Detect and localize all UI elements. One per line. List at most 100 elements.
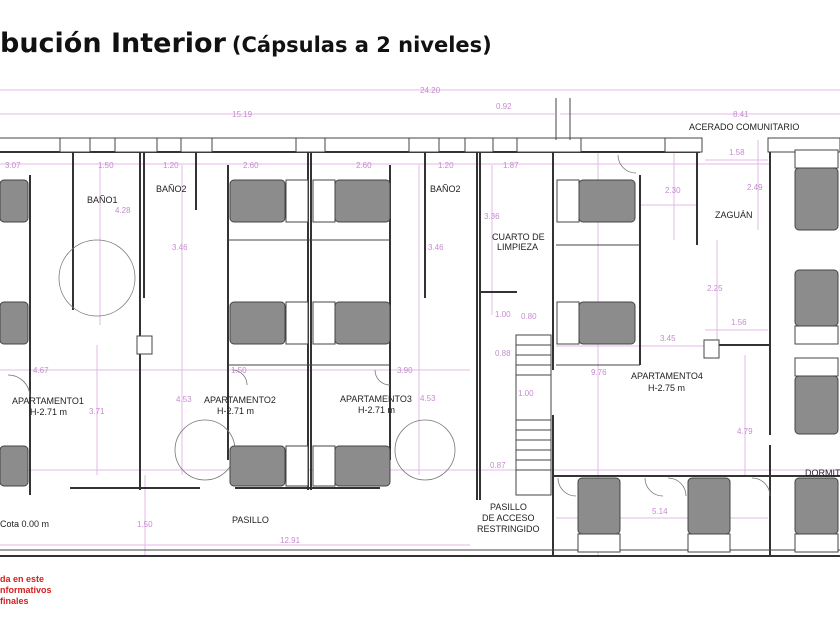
dim-label: 0.80 bbox=[521, 312, 537, 321]
label-apartamento1-height: H-2.71 m bbox=[30, 407, 67, 417]
dim-label: 3.45 bbox=[660, 334, 676, 343]
dim-label: 3.71 bbox=[89, 407, 105, 416]
pillow bbox=[794, 357, 839, 377]
dim-label: 4.53 bbox=[420, 394, 436, 403]
note-line: nformativos bbox=[0, 585, 52, 595]
label-bano1: BAÑO1 bbox=[87, 195, 118, 205]
dim-label: 4.79 bbox=[737, 427, 753, 436]
label-cota: Cota 0.00 m bbox=[0, 519, 49, 529]
bed bbox=[578, 301, 636, 345]
bed bbox=[687, 477, 731, 535]
pillow bbox=[312, 179, 336, 223]
dim-label: 1.58 bbox=[729, 148, 745, 157]
bed bbox=[229, 179, 286, 223]
pillow bbox=[285, 301, 309, 345]
walls bbox=[0, 98, 840, 557]
label-pasillo-acceso: DE ACCESO bbox=[482, 513, 535, 523]
dim-label: 1.56 bbox=[731, 318, 747, 327]
dim-label: 24.20 bbox=[420, 86, 441, 95]
label-apartamento1: APARTAMENTO1 bbox=[12, 396, 84, 406]
doors bbox=[7, 154, 771, 497]
column bbox=[136, 335, 153, 355]
dim-label: 1.50 bbox=[137, 520, 153, 529]
dim-label: 1.20 bbox=[163, 161, 179, 170]
dim-label: 1.00 bbox=[495, 310, 511, 319]
note-line: da en este bbox=[0, 574, 45, 584]
label-apartamento4: APARTAMENTO4 bbox=[631, 371, 703, 381]
label-pasillo-acceso: RESTRINGIDO bbox=[477, 524, 540, 534]
label-apartamento3-height: H-2.71 m bbox=[358, 405, 395, 415]
bed bbox=[0, 179, 29, 223]
bed bbox=[334, 445, 391, 487]
disclaimer-note: da en este nformativos finales bbox=[0, 574, 52, 607]
staircase bbox=[515, 334, 552, 496]
dim-label: 4.28 bbox=[115, 206, 131, 215]
dim-label: 5.14 bbox=[652, 507, 668, 516]
bed bbox=[229, 301, 286, 345]
pillow bbox=[285, 179, 309, 223]
bed bbox=[578, 179, 636, 223]
window bbox=[408, 137, 440, 153]
label-cuarto-limpieza: LIMPIEZA bbox=[497, 242, 538, 252]
label-pasillo: PASILLO bbox=[232, 515, 269, 525]
label-apartamento2: APARTAMENTO2 bbox=[204, 395, 276, 405]
bed bbox=[794, 269, 839, 327]
window bbox=[295, 137, 326, 153]
dim-label: 3.46 bbox=[172, 243, 188, 252]
pillow bbox=[687, 533, 731, 553]
window bbox=[664, 137, 703, 153]
dim-label: 2.30 bbox=[665, 186, 681, 195]
bed bbox=[334, 179, 391, 223]
column bbox=[703, 339, 720, 359]
dim-label: 0.88 bbox=[495, 349, 511, 358]
room-labels: BAÑO1 BAÑO2 BAÑO2 CUARTO DE LIMPIEZA ZAG… bbox=[0, 122, 840, 534]
title-subtitle: (Cápsulas a 2 niveles) bbox=[231, 33, 492, 57]
window bbox=[114, 137, 158, 153]
bed bbox=[794, 477, 839, 535]
bed bbox=[794, 375, 839, 435]
pillow bbox=[794, 325, 839, 345]
dim-label: 4.67 bbox=[33, 366, 49, 375]
label-apartamento2-height: H-2.71 m bbox=[217, 406, 254, 416]
note-line: finales bbox=[0, 596, 29, 606]
pillow bbox=[794, 533, 839, 553]
title-main: bución Interior bbox=[0, 28, 226, 59]
dimension-lines bbox=[0, 89, 840, 555]
dim-label: 8.41 bbox=[733, 110, 749, 119]
beds bbox=[0, 149, 839, 553]
label-zaguan: ZAGUÁN bbox=[715, 210, 753, 220]
window bbox=[180, 137, 213, 153]
dim-label: 2.60 bbox=[356, 161, 372, 170]
dimension-labels: 24.20 15.19 0.92 8.41 3.07 1.50 1.20 2.6… bbox=[5, 86, 763, 545]
label-bano2: BAÑO2 bbox=[156, 184, 187, 194]
dim-label: 0.87 bbox=[490, 461, 506, 470]
label-pasillo-acceso: PASILLO bbox=[490, 502, 527, 512]
bed bbox=[0, 445, 29, 487]
window bbox=[464, 137, 494, 153]
bed bbox=[334, 301, 391, 345]
slide-title: bución Interior(Cápsulas a 2 niveles) bbox=[0, 28, 492, 59]
dim-label: 3.07 bbox=[5, 161, 21, 170]
dim-label: 1.50 bbox=[98, 161, 114, 170]
pillow bbox=[312, 445, 336, 487]
dim-label: 0.92 bbox=[496, 102, 512, 111]
dim-label: 2.49 bbox=[747, 183, 763, 192]
dim-label: 2.25 bbox=[707, 284, 723, 293]
dim-label: 3.36 bbox=[484, 212, 500, 221]
bed bbox=[577, 477, 621, 535]
dim-label: 1.00 bbox=[518, 389, 534, 398]
dim-label: 4.53 bbox=[176, 395, 192, 404]
pillow bbox=[556, 301, 580, 345]
dim-label: 3.46 bbox=[428, 243, 444, 252]
label-apartamento4-height: H-2.75 m bbox=[648, 383, 685, 393]
dim-label: 1.87 bbox=[503, 161, 519, 170]
pillow bbox=[577, 533, 621, 553]
window bbox=[59, 137, 91, 153]
label-apartamento3: APARTAMENTO3 bbox=[340, 394, 412, 404]
window bbox=[516, 137, 582, 153]
bed bbox=[794, 167, 839, 231]
label-acerado-comunitario: ACERADO COMUNITARIO bbox=[689, 122, 799, 132]
dim-label: 1.20 bbox=[438, 161, 454, 170]
pillow bbox=[312, 301, 336, 345]
